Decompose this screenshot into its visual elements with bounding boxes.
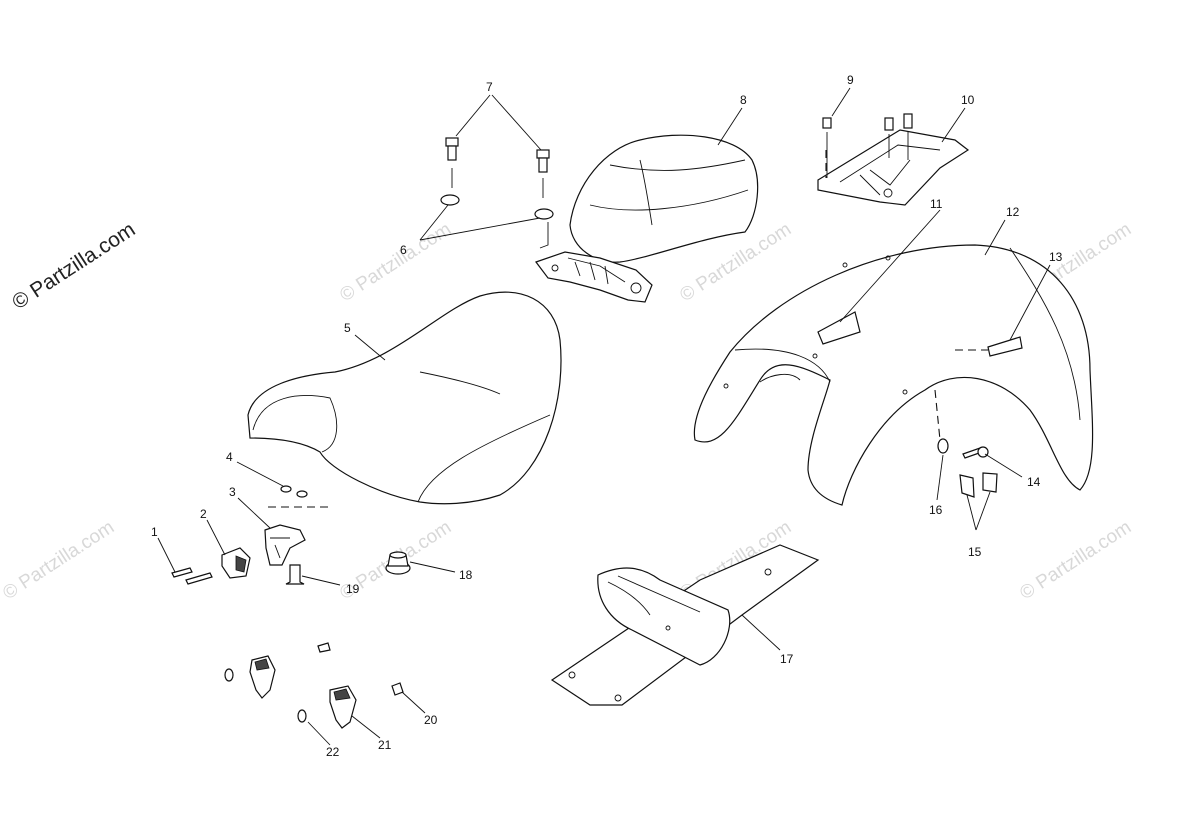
- small-hardware: [171, 438, 998, 729]
- callout-20: 20: [424, 713, 438, 727]
- callout-1: 1: [151, 525, 158, 539]
- callout-11: 11: [930, 197, 943, 211]
- brand-watermark: © Partzilla.com: [8, 218, 139, 314]
- callout-8: 8: [740, 93, 747, 107]
- callout-3: 3: [229, 485, 236, 499]
- watermark-text: © Partzilla.com: [336, 219, 455, 306]
- callout-12: 12: [1006, 205, 1020, 219]
- callout-14: 14: [1027, 475, 1041, 489]
- callout-labels: 1 2 3 4 5 6 7 8 9 10 11 12 13 14 15 16 1…: [151, 73, 1063, 759]
- callout-15: 15: [968, 545, 982, 559]
- callout-22: 22: [326, 745, 340, 759]
- callout-9: 9: [847, 73, 854, 87]
- callout-21: 21: [378, 738, 392, 752]
- callout-19: 19: [346, 582, 360, 596]
- watermark-text: © Partzilla.com: [0, 517, 118, 604]
- main-seat: [247, 291, 562, 505]
- callout-2: 2: [200, 507, 207, 521]
- battery-strap: [550, 544, 820, 706]
- callout-17: 17: [780, 652, 794, 666]
- watermark-text: © Partzilla.com: [1016, 517, 1135, 604]
- callout-13: 13: [1049, 250, 1063, 264]
- seat-bolts: [440, 113, 913, 249]
- callout-16: 16: [929, 503, 943, 517]
- luggage-rack: [817, 129, 970, 206]
- callout-18: 18: [459, 568, 473, 582]
- passenger-seat: [535, 134, 759, 303]
- callout-4: 4: [226, 450, 233, 464]
- callout-6: 6: [400, 243, 407, 257]
- rear-fender: [693, 244, 1094, 506]
- callout-10: 10: [961, 93, 975, 107]
- leader-lines: [157, 87, 1051, 746]
- callout-5: 5: [344, 321, 351, 335]
- callout-7: 7: [486, 80, 493, 94]
